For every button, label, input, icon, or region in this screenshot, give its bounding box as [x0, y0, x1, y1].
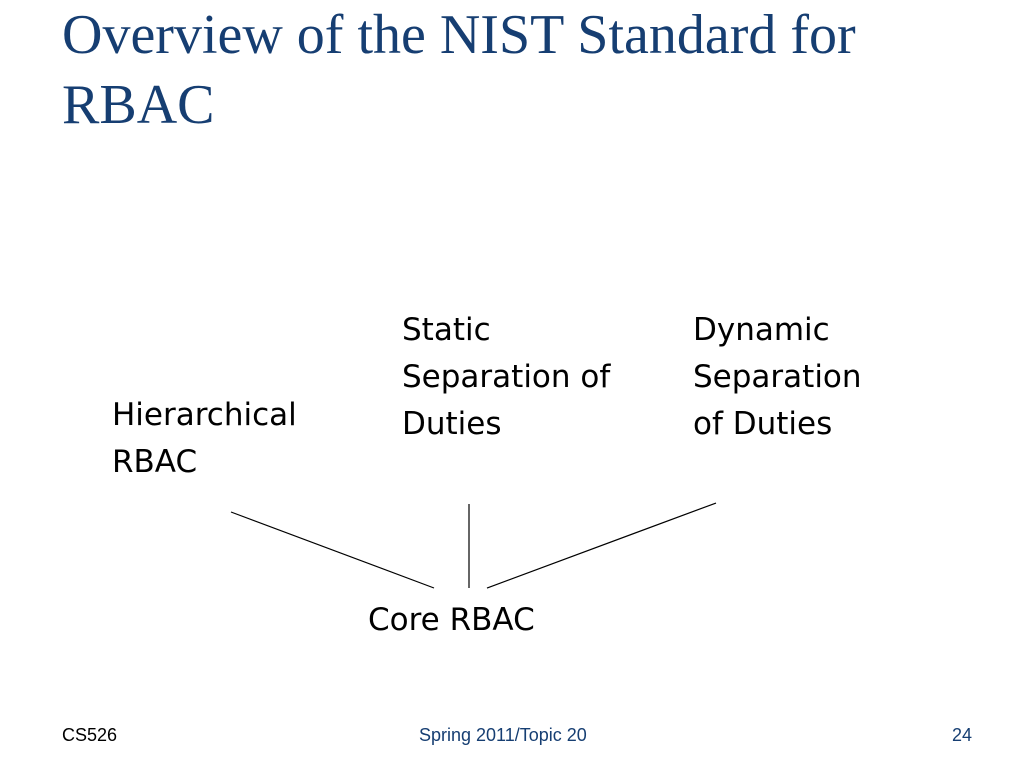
node-label-line: Static — [402, 312, 491, 348]
slide-title: Overview of the NIST Standard for RBAC — [62, 4, 856, 136]
hierarchical-rbac-node: Hierarchical RBAC — [112, 392, 297, 486]
dynamic-sod-node: Dynamic Separation of Duties — [693, 307, 862, 448]
node-label-line: Separation — [693, 359, 862, 395]
node-label-line: Separation of — [402, 359, 611, 395]
footer-course: CS526 — [62, 725, 118, 745]
node-label-line: of Duties — [693, 406, 833, 442]
footer-page-number: 24 — [951, 725, 972, 745]
core-rbac-node: Core RBAC — [368, 597, 535, 644]
node-label-line: Hierarchical — [112, 397, 297, 433]
node-label-line: RBAC — [112, 444, 198, 480]
footer-topic: Spring 2011/Topic 20 — [419, 725, 587, 745]
node-label-line: Duties — [402, 406, 502, 442]
edge-hierarchical-to-core — [230, 511, 435, 589]
node-label-line: Dynamic — [693, 312, 830, 348]
edge-dynamic-sod-to-core — [486, 502, 717, 589]
static-sod-node: Static Separation of Duties — [402, 307, 610, 448]
node-label-line: Core RBAC — [368, 602, 535, 638]
